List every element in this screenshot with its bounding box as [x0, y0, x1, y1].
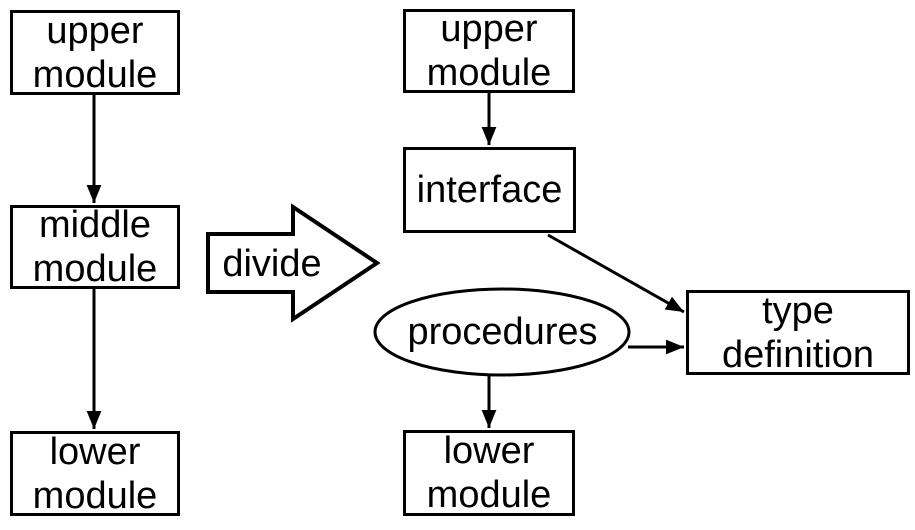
left-middle-module-box: middle module [10, 204, 180, 290]
box-label-line: definition [721, 333, 875, 376]
box-label-line: interface [416, 169, 563, 211]
arrow-interface-to-type-definition [547, 233, 685, 314]
box-label-line: module [426, 474, 552, 516]
box-label-line: upper [440, 8, 538, 50]
box-label-line: module [32, 53, 158, 96]
procedures-ellipse [373, 287, 631, 377]
right-upper-module-box: upper module [403, 8, 575, 94]
box-label-line: middle [39, 204, 151, 246]
box-label-line: type [762, 289, 834, 332]
type-definition-box: type definition [686, 289, 910, 376]
divide-arrow-shape [206, 203, 381, 323]
box-label-line: lower [49, 430, 141, 473]
box-label-line: lower [443, 430, 535, 472]
box-label-line: upper [46, 9, 144, 52]
box-label-line: module [32, 248, 158, 290]
box-label-line: module [426, 52, 552, 94]
left-lower-module-box: lower module [10, 430, 180, 517]
right-lower-module-box: lower module [403, 430, 575, 516]
left-upper-module-box: upper module [10, 9, 180, 96]
interface-box: interface [403, 147, 576, 233]
box-label-line: module [32, 474, 158, 517]
